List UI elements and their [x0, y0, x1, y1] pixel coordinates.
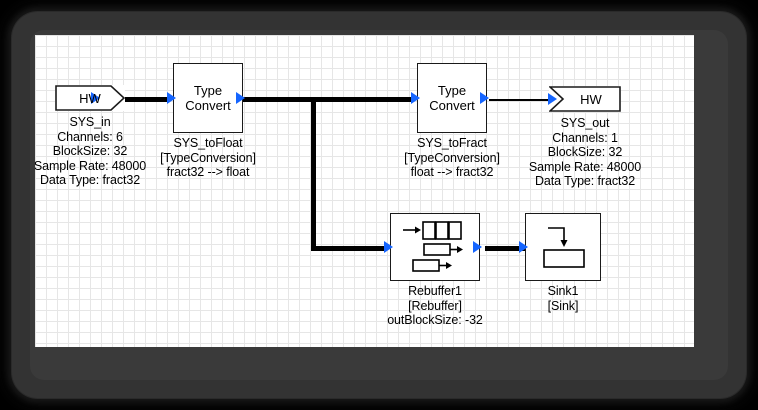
- sys-in-label: HW: [79, 90, 101, 106]
- rebuffer-icon: [403, 221, 463, 272]
- block-sink1[interactable]: [525, 213, 601, 281]
- wire-sysin-to-tofloat[interactable]: [122, 97, 170, 102]
- annotation-rebuffer1: Rebuffer1 [Rebuffer] outBlockSize: -32: [360, 284, 510, 328]
- rebuffer1-detail: outBlockSize: -32: [387, 313, 483, 327]
- wire-branch-vertical[interactable]: [311, 97, 316, 251]
- wire-branch-to-rebuffer[interactable]: [311, 246, 385, 251]
- block-sys-out[interactable]: HW: [549, 86, 621, 112]
- sys-out-shape: [549, 86, 621, 112]
- sys-out-label: HW: [580, 91, 602, 107]
- sink-icon: [543, 227, 585, 268]
- diagram-canvas[interactable]: HW SYS_in Channels: 6 BlockSize: 32 Samp…: [35, 35, 694, 347]
- sys-to-fract-name: SYS_toFract: [417, 136, 487, 150]
- annotation-sink1: Sink1 [Sink]: [488, 284, 638, 313]
- sys-to-float-line2: Convert: [185, 98, 231, 113]
- annotation-sys-to-float: SYS_toFloat [TypeConversion] fract32 -->…: [133, 136, 283, 180]
- block-sys-to-float[interactable]: Type Convert: [173, 63, 243, 133]
- sys-to-fract-line2: Convert: [429, 98, 475, 113]
- sys-out-name: SYS_out: [560, 116, 610, 130]
- port-sys-to-fract-output[interactable]: [480, 92, 489, 104]
- sys-to-fract-type: [TypeConversion]: [404, 150, 500, 165]
- annotation-sys-out: SYS_out Channels: 1 BlockSize: 32 Sample…: [505, 116, 665, 189]
- block-sys-in[interactable]: HW: [55, 85, 125, 111]
- sys-in-name: SYS_in: [69, 115, 111, 129]
- sys-in-prop-samplerate: Sample Rate: 48000: [35, 158, 147, 173]
- rebuffer1-type: [Rebuffer]: [408, 298, 462, 313]
- sys-in-shape: [55, 85, 125, 111]
- sys-out-prop-samplerate: Sample Rate: 48000: [528, 159, 642, 174]
- block-sys-to-fract[interactable]: Type Convert: [417, 63, 487, 133]
- port-sys-to-float-output[interactable]: [236, 92, 245, 104]
- block-rebuffer1[interactable]: [390, 213, 480, 281]
- sys-in-prop-datatype: Data Type: fract32: [39, 173, 141, 187]
- port-sys-to-fract-input[interactable]: [411, 92, 420, 104]
- sys-out-prop-datatype: Data Type: fract32: [534, 174, 636, 188]
- port-rebuffer1-output[interactable]: [473, 241, 482, 253]
- sys-to-float-name: SYS_toFloat: [173, 136, 243, 150]
- sys-out-prop-channels: Channels: 1: [552, 130, 618, 145]
- annotation-sys-to-fract: SYS_toFract [TypeConversion] float --> f…: [377, 136, 527, 180]
- wire-tofloat-to-tofract[interactable]: [243, 97, 411, 102]
- port-sink1-input[interactable]: [519, 241, 528, 253]
- port-rebuffer1-input[interactable]: [384, 241, 393, 253]
- sink1-type: [Sink]: [547, 298, 579, 313]
- sys-out-prop-blocksize: BlockSize: 32: [547, 145, 623, 159]
- wire-tofract-to-sysout[interactable]: [489, 99, 549, 101]
- sys-to-float-detail: fract32 --> float: [166, 165, 250, 179]
- annotation-sys-in: SYS_in Channels: 6 BlockSize: 32 Sample …: [35, 115, 170, 188]
- sys-in-prop-channels: Channels: 6: [57, 129, 123, 144]
- port-sys-to-float-input[interactable]: [167, 92, 176, 104]
- sys-to-fract-detail: float --> fract32: [410, 165, 494, 179]
- sink1-name: Sink1: [547, 284, 579, 298]
- sys-in-prop-blocksize: BlockSize: 32: [52, 144, 128, 158]
- sys-to-fract-line1: Type: [437, 83, 467, 98]
- wire-rebuffer-to-sink[interactable]: [485, 246, 527, 251]
- port-sys-out-input[interactable]: [548, 93, 557, 105]
- rebuffer1-name: Rebuffer1: [408, 284, 462, 298]
- sys-to-float-type: [TypeConversion]: [160, 150, 256, 165]
- port-sys-in-output[interactable]: [91, 92, 100, 104]
- sys-to-float-line1: Type: [193, 83, 223, 98]
